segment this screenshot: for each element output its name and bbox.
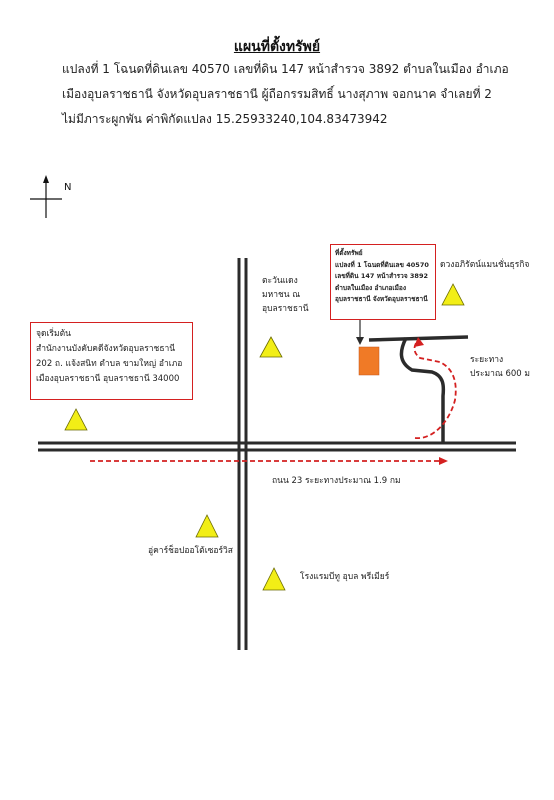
cross-road bbox=[237, 258, 248, 650]
property-box-line: เลขที่ดิน 147 หน้าสำรวจ 3892 bbox=[335, 272, 428, 280]
property-box-line: แปลงที่ 1 โฉนดที่ดินเลข 40570 bbox=[335, 260, 429, 269]
distance-side-label: ระยะทาง ประมาณ 600 ม bbox=[470, 353, 530, 381]
landmark-label-hotel: โรงแรมบีทู อุบล พรีเมียร์ bbox=[300, 572, 390, 582]
page-title: แผนที่ตั้งทรัพย์ bbox=[233, 39, 321, 55]
landmark-label-line: ตะวันแดง bbox=[262, 276, 298, 286]
main-road bbox=[38, 441, 516, 452]
distance-side-line: ประมาณ 600 ม bbox=[470, 369, 531, 379]
landmark-icon-hotel bbox=[262, 567, 286, 591]
start-box-line: 202 ถ. แจ้งสนิท ตำบล ขามใหญ่ อำเภอ bbox=[36, 359, 183, 369]
property-box-title: ที่ตั้งทรัพย์ bbox=[335, 249, 363, 257]
landmark-label-jewelry: ดวงอภิรัตน์แมนชั่นธุรกิจ bbox=[440, 260, 530, 270]
landmark-icon-chaweng bbox=[259, 336, 283, 358]
landmark-icon-start bbox=[64, 408, 88, 431]
north-label: N bbox=[64, 182, 71, 193]
description-line-3: ไม่มีภาระผูกพัน ค่าพิกัดแปลง 15.25933240… bbox=[62, 112, 388, 126]
distance-side-line: ระยะทาง bbox=[470, 355, 504, 365]
landmark-icon-carcare bbox=[195, 514, 219, 538]
description-line-1: แปลงที่ 1 โฉนดที่ดินเลข 40570 เลขที่ดิน … bbox=[62, 62, 509, 76]
north-arrow-icon bbox=[30, 175, 62, 218]
property-info-box: ที่ตั้งทรัพย์ แปลงที่ 1 โฉนดที่ดินเลข 40… bbox=[330, 244, 436, 320]
property-box-line: ตำบลในเมือง อำเภอเมือง bbox=[335, 283, 406, 292]
start-box-title: จุดเริ่มต้น bbox=[36, 329, 71, 339]
property-marker bbox=[358, 346, 380, 376]
distance-main-label: ถนน 23 ระยะทางประมาณ 1.9 กม bbox=[272, 476, 401, 486]
landmark-icon-jewelry bbox=[441, 283, 465, 306]
description-line-2: เมืองอุบลราชธานี จังหวัดอุบลราชธานี ผู้ถ… bbox=[62, 87, 492, 101]
start-box-line: สำนักงานบังคับคดีจังหวัดอุบลราชธานี bbox=[36, 344, 176, 354]
landmark-label-chaweng: ตะวันแดง มหาชน ณ อุบลราชธานี bbox=[262, 274, 309, 316]
route-side-arrowhead bbox=[414, 337, 424, 347]
landmark-label-line: อุบลราชธานี bbox=[262, 304, 309, 314]
property-box-line: อุบลราชธานี จังหวัดอุบลราชธานี bbox=[335, 295, 428, 303]
side-road-curve bbox=[399, 337, 446, 442]
route-main-arrowhead bbox=[439, 457, 448, 465]
landmark-label-carcare: อู่คาร์ช็อปออโต้เซอร์วิส bbox=[148, 546, 233, 556]
start-point-box: จุดเริ่มต้น สำนักงานบังคับคดีจังหวัดอุบล… bbox=[30, 322, 193, 400]
start-box-line: เมืองอุบลราชธานี อุบลราชธานี 34000 bbox=[36, 374, 180, 384]
route-side-arrow bbox=[413, 339, 457, 439]
landmark-label-line: มหาชน ณ bbox=[262, 290, 301, 300]
